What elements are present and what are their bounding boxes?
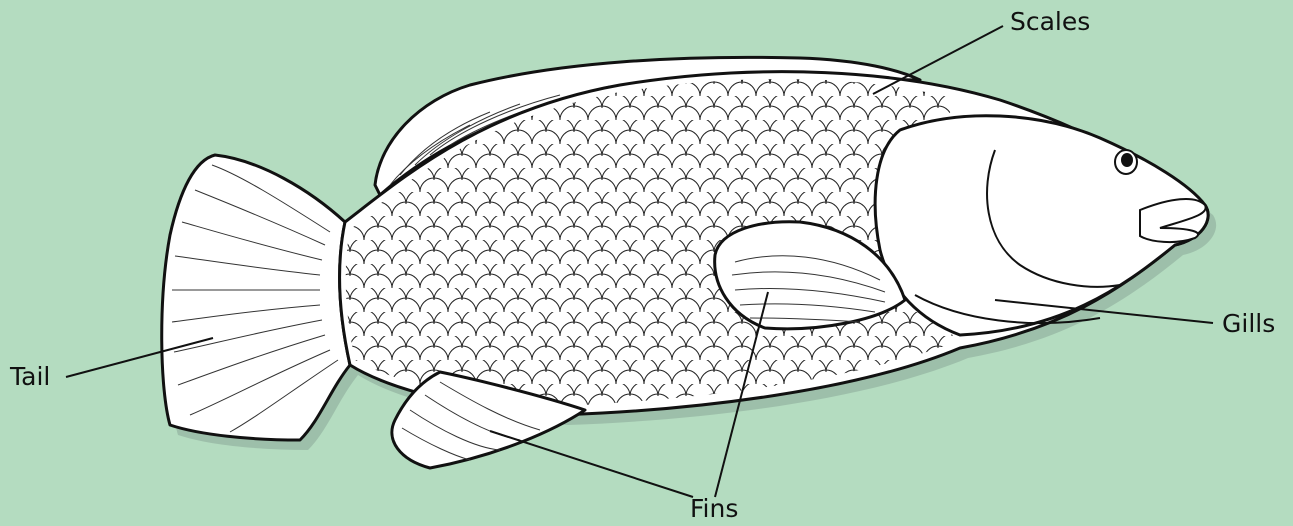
scales-label: Scales (1010, 7, 1090, 36)
fins-leader-line-anal (490, 431, 693, 497)
fins-label: Fins (690, 494, 738, 523)
tail-fin (162, 155, 350, 440)
tail-label: Tail (9, 362, 50, 391)
fish-pupil (1121, 153, 1133, 167)
gills-label: Gills (1222, 309, 1275, 338)
